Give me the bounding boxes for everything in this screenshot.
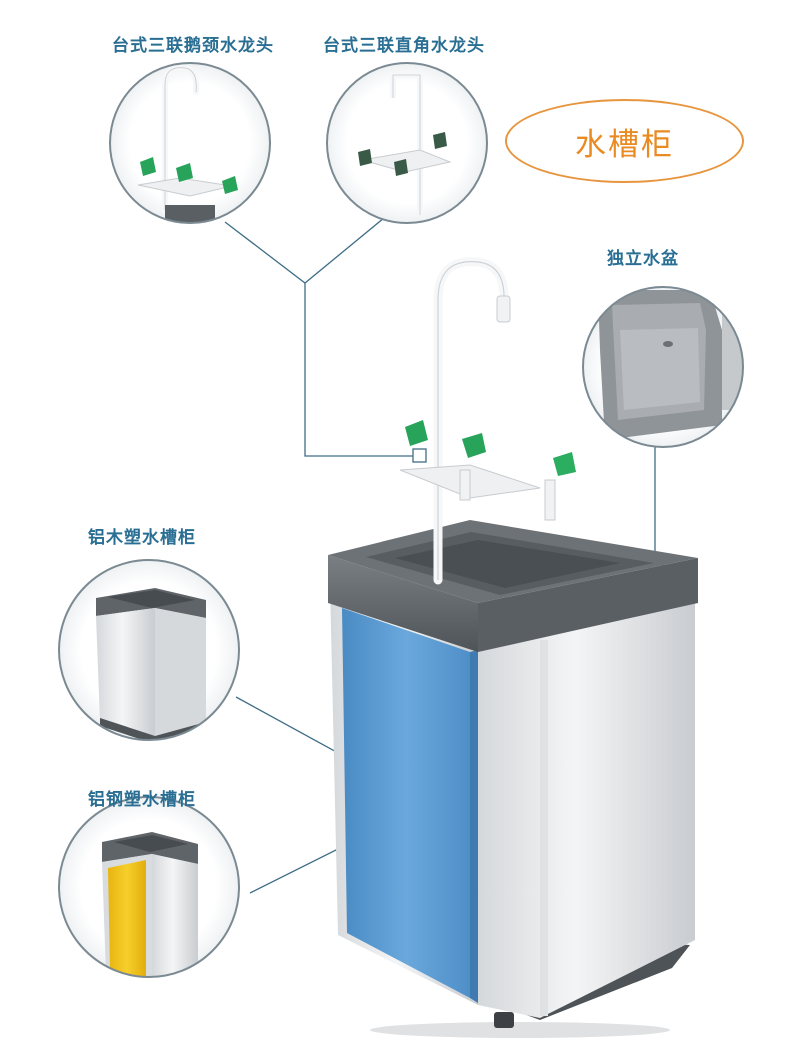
independent-basin-circle [582, 286, 744, 448]
title-badge: 水槽柜 [505, 99, 744, 183]
aluminum-wood-cabinet-label: 铝木塑水槽柜 [88, 528, 196, 548]
aluminum-wood-cabinet-circle [58, 559, 240, 741]
gooseneck-faucet-circle [109, 62, 271, 224]
aluminum-steel-cabinet-label: 铝钢塑水槽柜 [88, 790, 196, 810]
right-angle-faucet-label: 台式三联直角水龙头 [323, 36, 485, 56]
gooseneck-faucet [399, 257, 576, 585]
main-sink-cabinet [328, 520, 698, 1038]
cabinet-door [342, 608, 470, 998]
gooseneck-faucet-label: 台式三联鹅颈水龙头 [112, 36, 274, 56]
faucet-marker [412, 448, 427, 463]
aluminum-steel-cabinet-circle [58, 796, 240, 978]
page-title: 水槽柜 [575, 126, 674, 163]
yellow-door [108, 860, 146, 977]
independent-basin-label: 独立水盆 [607, 249, 679, 269]
right-angle-faucet-circle [326, 62, 488, 224]
